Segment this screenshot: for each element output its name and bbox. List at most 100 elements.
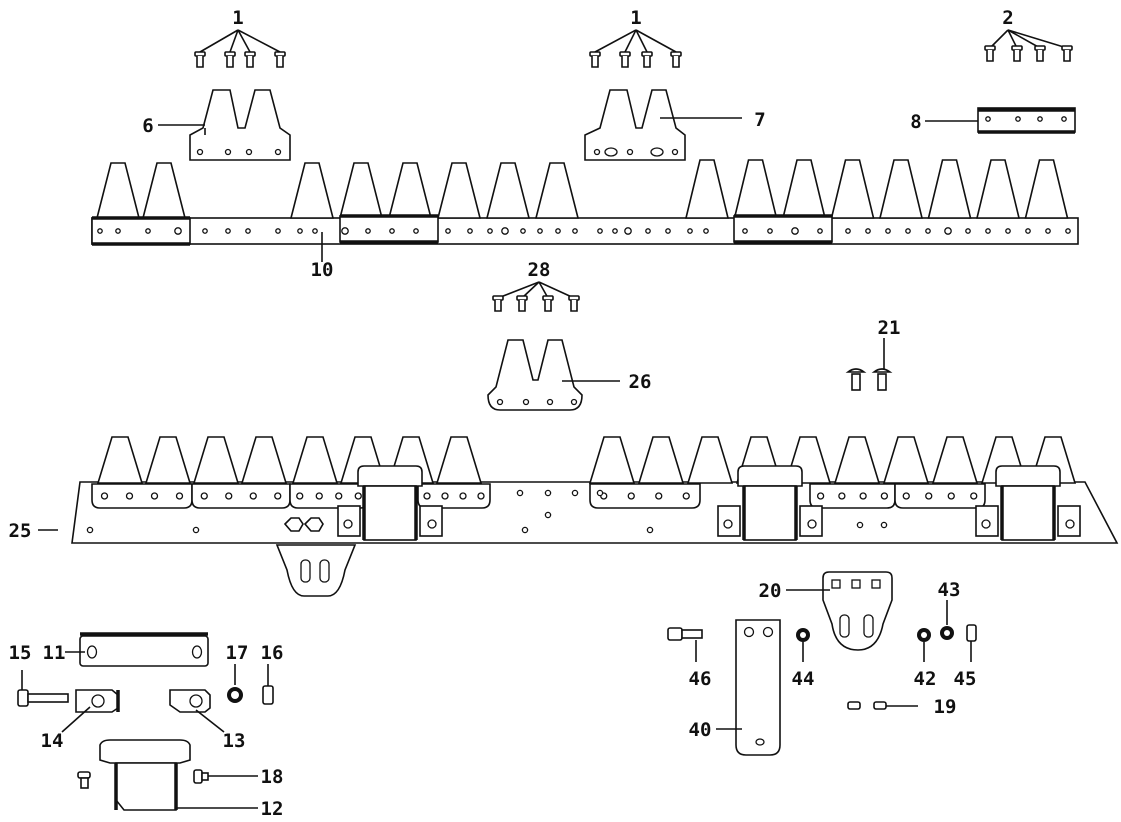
plate-hole	[200, 492, 208, 500]
guard-tooth	[435, 436, 483, 484]
bolt-head	[542, 295, 554, 301]
bolt-group-28	[492, 281, 580, 312]
knife-tooth	[733, 159, 778, 219]
knife-rivet-hole	[742, 228, 748, 234]
section-plate	[417, 483, 491, 509]
knife-rivet-hole	[537, 228, 543, 234]
knife-section-6	[189, 89, 291, 161]
nut-45	[966, 624, 977, 642]
guard-clip-body	[363, 485, 417, 541]
bracket-20	[822, 571, 893, 651]
clamp-hole	[981, 519, 991, 529]
knife-rivet-hole	[389, 228, 395, 234]
knife-rivet-hole	[572, 228, 578, 234]
knife-rivet-hole	[905, 228, 911, 234]
callout-45: 45	[954, 668, 977, 690]
callout-2: 2	[1002, 7, 1013, 29]
nuts-19	[847, 701, 887, 710]
knife-rivet-hole	[1005, 228, 1011, 234]
knife-rivet-hole	[115, 228, 121, 234]
bolt-head	[619, 51, 631, 57]
plate-hole	[925, 492, 933, 500]
plate-hole	[274, 492, 282, 500]
knife-section-26	[487, 339, 583, 411]
clamp-hole	[1065, 519, 1075, 529]
knife-rivet-hole	[885, 228, 891, 234]
callout-8: 8	[910, 111, 921, 133]
plate-hole	[627, 492, 635, 500]
guard-clip-body	[1001, 485, 1055, 541]
bar-hole	[646, 526, 654, 534]
knife-tooth	[95, 162, 141, 219]
bar-hole	[544, 489, 552, 497]
knife-rivet-hole	[341, 227, 349, 235]
callout-25: 25	[9, 520, 32, 542]
guard-clip-top	[737, 465, 803, 487]
plate-40	[735, 619, 781, 756]
guard-tooth	[637, 436, 685, 484]
washer-42	[917, 628, 931, 642]
bolt-shank	[1036, 50, 1044, 62]
bracket-under-bar	[275, 544, 357, 597]
bolt-head	[589, 51, 601, 57]
callout-20: 20	[759, 580, 782, 602]
plate-hole	[880, 492, 889, 500]
section-plate	[589, 483, 701, 509]
plate-hole	[296, 492, 304, 500]
guard-tooth	[833, 436, 881, 484]
callout-21: 21	[878, 317, 901, 339]
bolt-head	[1011, 45, 1023, 51]
callout-1-left: 1	[232, 7, 243, 29]
bolt-head	[224, 51, 236, 57]
knife-rivet-hole	[501, 227, 509, 235]
knife-rivet-hole	[865, 228, 871, 234]
clamp-hole	[807, 519, 817, 529]
knife-rivet-hole	[145, 228, 151, 234]
plate-hole	[459, 492, 467, 500]
knife-rivet-hole	[985, 228, 991, 234]
knife-rivet-hole	[413, 228, 419, 234]
plate-hole	[423, 492, 431, 500]
callout-18: 18	[261, 766, 284, 788]
wear-plate-11	[79, 632, 209, 667]
callout-40: 40	[689, 719, 712, 741]
knife-assembly-10	[91, 159, 1079, 246]
bolt-head	[670, 51, 682, 57]
guard-tooth	[588, 436, 636, 484]
knife-tooth	[485, 162, 531, 219]
callout-14: 14	[41, 730, 64, 752]
plate-hole	[175, 492, 184, 500]
guard-tooth	[686, 436, 734, 484]
plate-hole	[354, 492, 362, 500]
bar-hole	[856, 521, 864, 529]
bolt-shank	[544, 300, 552, 312]
knife-rivet-hole	[624, 227, 632, 235]
knife-rivet-hole	[791, 227, 799, 235]
knife-tooth	[436, 162, 482, 219]
plate-hole	[859, 492, 867, 500]
bolt-head	[641, 51, 653, 57]
bolt-shank	[570, 300, 578, 312]
plate-hole	[441, 492, 449, 500]
plate-hole	[838, 492, 846, 500]
bolt-15	[17, 689, 69, 707]
knife-tooth	[781, 159, 827, 219]
knife-rivet-hole	[467, 228, 473, 234]
guard-tooth	[144, 436, 192, 484]
knife-tooth	[1024, 159, 1069, 219]
knife-tooth	[684, 159, 730, 219]
bolt-head	[568, 295, 580, 301]
plate-hole	[816, 492, 825, 500]
knife-rivet-hole	[817, 228, 823, 234]
bolt-shank	[226, 56, 234, 68]
bolt-shank	[1063, 50, 1071, 62]
callout-44: 44	[792, 668, 815, 690]
bolt-shank	[621, 56, 629, 68]
plate-hole	[315, 492, 323, 500]
bar-hole	[516, 489, 524, 497]
bolt-head	[244, 51, 256, 57]
bolt-head	[984, 45, 996, 51]
guard-clip-body	[743, 485, 797, 541]
bolt-shank	[643, 56, 651, 68]
knife-rivet-hole	[944, 227, 952, 235]
